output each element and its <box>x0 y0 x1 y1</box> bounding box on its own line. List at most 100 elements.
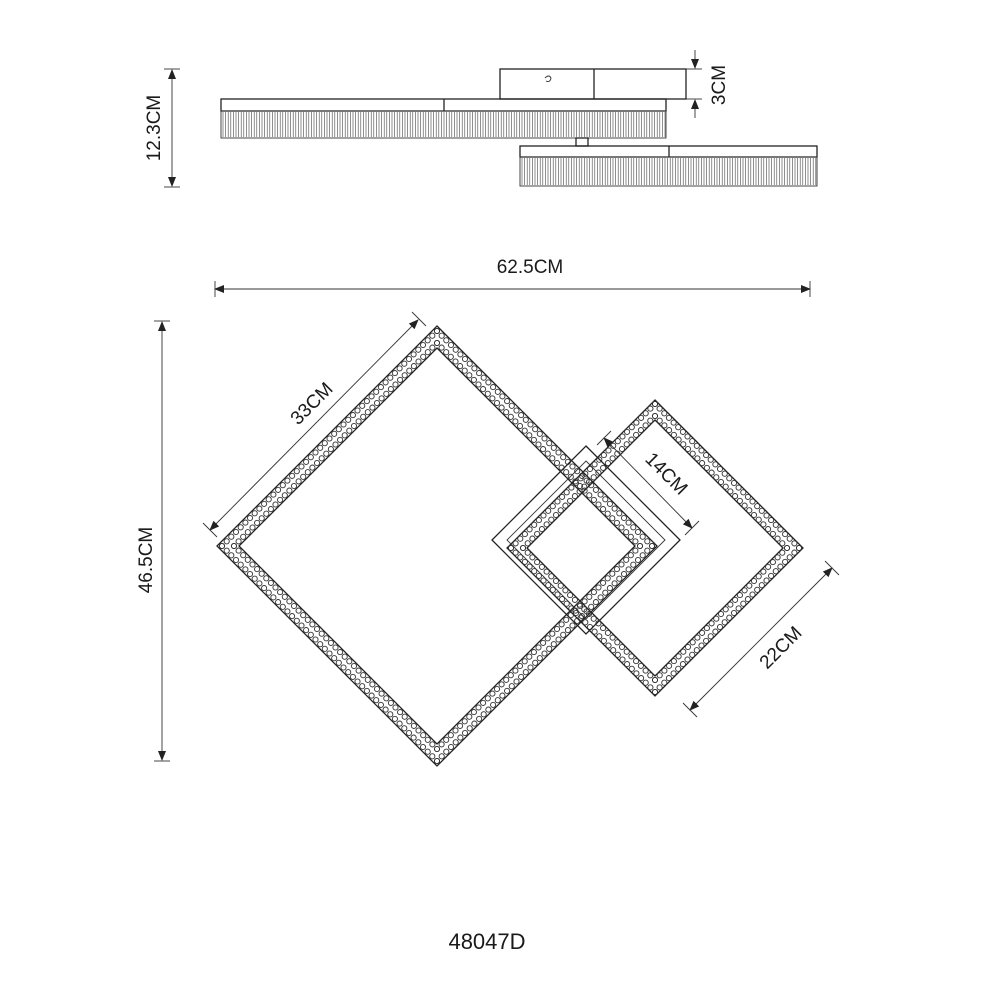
crystal-bead <box>254 519 261 526</box>
crystal-bead <box>540 577 547 584</box>
crystal-bead <box>634 528 642 536</box>
crystal-bead <box>637 427 644 434</box>
crystal-bead <box>553 625 561 633</box>
crystal-bead <box>536 430 543 437</box>
crystal-bead <box>568 605 575 612</box>
crystal-bead <box>521 558 528 565</box>
crystal-bead <box>249 524 256 531</box>
crystal-bead <box>513 407 520 414</box>
crystal-bead <box>534 530 541 537</box>
crystal-bead <box>727 488 734 495</box>
crystal-bead <box>360 413 367 420</box>
crystal-bead <box>684 643 692 651</box>
crystal-bead <box>378 395 385 402</box>
crystal-bead <box>373 697 380 704</box>
crystal-bead <box>552 511 560 519</box>
crystal-bead <box>498 404 505 411</box>
crystal-bead <box>782 558 789 565</box>
crystal-bead <box>504 398 511 405</box>
large-square-outer <box>216 325 658 767</box>
crystal-bead <box>369 681 376 688</box>
crystal-bead <box>419 743 427 751</box>
crystal-bead <box>694 455 701 462</box>
crystal-bead <box>480 386 487 393</box>
crystal-bead <box>401 360 408 367</box>
crystal-bead <box>340 664 347 671</box>
crystal-bead <box>611 580 618 587</box>
crystal-bead <box>341 653 348 660</box>
crystal-bead <box>235 538 242 545</box>
crystal-bead <box>572 609 580 617</box>
crystal-bead <box>461 355 469 363</box>
crystal-bead <box>708 620 715 627</box>
crystal-bead <box>613 566 620 573</box>
crystal-bead <box>755 573 762 580</box>
crystal-bead <box>457 734 464 741</box>
crystal-bead <box>397 709 404 716</box>
crystal-bead <box>529 554 536 561</box>
crystal-bead <box>585 478 593 486</box>
crystal-bead <box>544 635 551 642</box>
crystal-bead <box>507 413 514 420</box>
crystal-bead <box>360 672 367 679</box>
crystal-bead <box>572 479 580 487</box>
large-square-dimension-line <box>209 319 419 531</box>
crystal-bead <box>730 609 738 617</box>
crystal-bead <box>518 412 525 419</box>
crystal-bead <box>312 449 319 456</box>
crystal-bead <box>392 704 399 711</box>
crystal-bead <box>300 473 307 480</box>
crystal-bead <box>443 736 450 743</box>
crystal-bead <box>754 503 761 510</box>
crystal-bead <box>765 563 772 570</box>
crystal-bead <box>628 653 635 660</box>
crystal-bead <box>647 405 654 412</box>
crystal-bead <box>625 566 632 573</box>
crystal-bead <box>531 568 538 575</box>
crystal-bead <box>623 556 630 563</box>
large-square-side-label: 33CM <box>287 379 338 430</box>
crystal-bead <box>582 619 589 626</box>
crystal-bead <box>552 577 560 585</box>
crystal-bead <box>327 639 334 646</box>
crystal-bead <box>769 530 776 537</box>
crystal-bead <box>452 739 459 746</box>
crystal-bead <box>526 526 533 533</box>
crystal-bead <box>281 492 288 499</box>
crystal-bead <box>782 531 789 538</box>
crystal-bead <box>429 753 436 760</box>
crystal-bead <box>666 662 673 669</box>
crystal-bead <box>535 517 542 524</box>
crystal-bead <box>304 616 311 623</box>
crystal-bead <box>517 554 524 561</box>
crystal-bead <box>651 676 659 684</box>
crystal-bead <box>670 670 677 677</box>
large-dim-tick-1 <box>202 522 218 538</box>
crystal-bead <box>364 409 371 416</box>
crystal-bead <box>750 511 758 519</box>
crystal-bead <box>656 672 663 679</box>
crystal-bead <box>383 695 390 702</box>
crystal-bead <box>596 633 603 640</box>
crystal-bead <box>613 519 620 526</box>
crystal-bead <box>545 582 552 589</box>
crystal-bead <box>633 419 640 426</box>
crystal-bead <box>307 454 314 461</box>
crystal-bead <box>529 535 536 542</box>
crystal-bead <box>666 427 673 434</box>
crystal-bead <box>588 603 595 610</box>
crystal-bead <box>493 399 501 407</box>
crystal-bead <box>536 655 543 662</box>
inner-dim-tick-2 <box>684 520 700 536</box>
crystal-bead <box>618 524 625 531</box>
crystal-bead <box>323 450 330 457</box>
crystal-bead <box>332 644 339 651</box>
crystal-bead <box>290 482 298 490</box>
crystal-bead <box>232 556 240 564</box>
crystal-bead <box>758 507 765 514</box>
crystal-bead <box>377 701 384 708</box>
small-square-inner <box>526 419 784 677</box>
crystal-bead <box>581 483 588 490</box>
crystal-bead <box>557 582 564 589</box>
crystal-bead <box>359 402 366 409</box>
